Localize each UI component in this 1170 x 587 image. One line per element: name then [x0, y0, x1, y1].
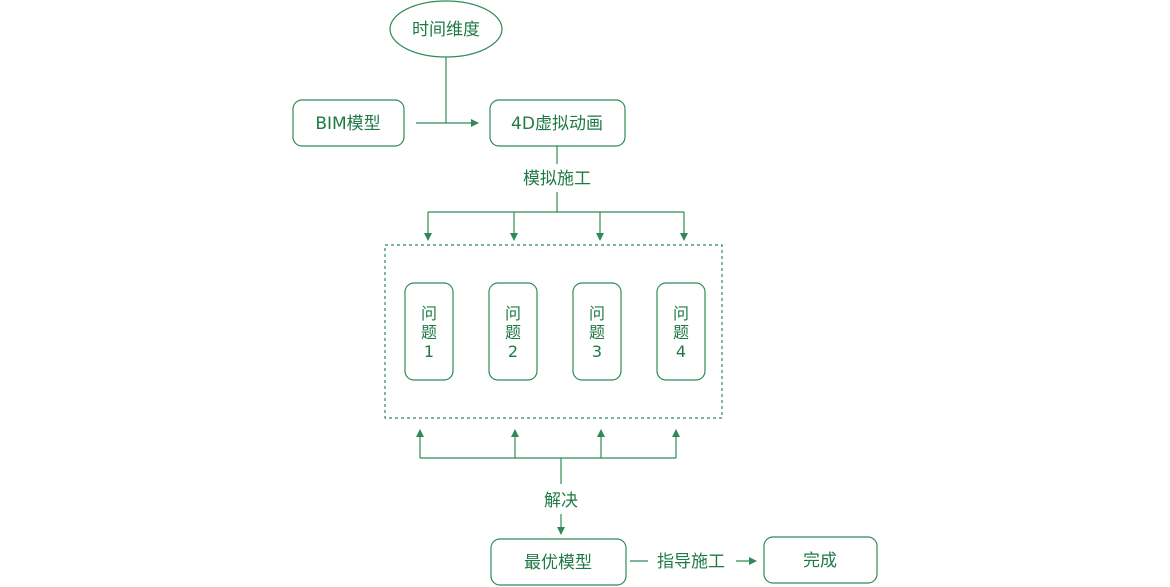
complete-label: 完成	[803, 551, 837, 571]
optimal-model-node	[490, 538, 627, 586]
issue-4-char2: 题	[673, 323, 689, 342]
issue-2-char1: 问	[505, 304, 521, 323]
issue-1-num: 1	[424, 342, 434, 361]
solve-label: 解决	[544, 491, 578, 511]
issue-2-char2: 题	[505, 323, 521, 342]
complete-node	[763, 536, 878, 584]
issue-box-4: 问 题 4	[656, 282, 706, 381]
issue-3-char1: 问	[589, 304, 605, 323]
time-dimension-label: 时间维度	[412, 20, 480, 40]
guide-construction-label: 指导施工	[657, 552, 725, 572]
issue-4-char1: 问	[673, 304, 689, 323]
issue-box-2: 问 题 2	[488, 282, 538, 381]
issue-1-char2: 题	[421, 323, 437, 342]
issue-4-num: 4	[676, 342, 686, 361]
issue-2-num: 2	[508, 342, 518, 361]
issue-1-char1: 问	[421, 304, 437, 323]
simulate-construction-label: 模拟施工	[523, 169, 591, 189]
optimal-model-label: 最优模型	[524, 553, 592, 573]
issue-box-3: 问 题 3	[572, 282, 622, 381]
issue-3-char2: 题	[589, 323, 605, 342]
animation-4d-label: 4D虚拟动画	[511, 114, 603, 134]
issue-3-num: 3	[592, 342, 602, 361]
bim-model-node	[292, 99, 405, 147]
issues-container	[384, 244, 723, 419]
bim-model-label: BIM模型	[315, 114, 380, 134]
issue-box-1: 问 题 1	[404, 282, 454, 381]
